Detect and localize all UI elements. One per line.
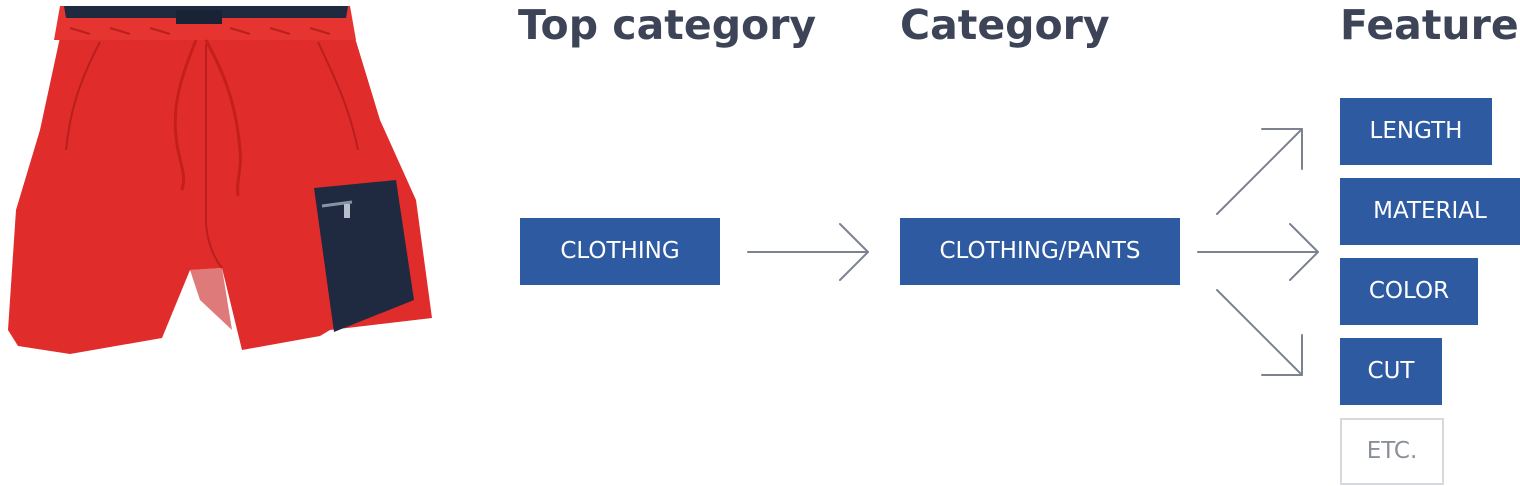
category-box: CLOTHING/PANTS xyxy=(900,218,1180,285)
cargo-pocket-zip xyxy=(321,200,353,208)
feature-box-etc: ETC. xyxy=(1340,418,1444,485)
arrow-to-color xyxy=(1216,289,1303,376)
cargo-zip-pull xyxy=(344,204,350,218)
drawstring-left xyxy=(173,39,198,191)
brand-label xyxy=(176,10,222,24)
arrow-top-to-category xyxy=(747,223,869,281)
drawstring-right xyxy=(204,39,242,197)
feature-box-cut: CUT xyxy=(1340,338,1442,405)
top-category-box: CLOTHING xyxy=(520,218,720,285)
fly-seam xyxy=(205,44,223,269)
shorts-product-image xyxy=(8,6,432,354)
cargo-pocket xyxy=(314,180,414,332)
arrow-to-material xyxy=(1197,223,1319,281)
heading-category: Category xyxy=(900,1,1110,49)
pocket-seam-right xyxy=(317,41,359,151)
feature-box-material: MATERIAL xyxy=(1340,178,1520,245)
heading-top-category: Top category xyxy=(518,1,817,49)
feature-box-color: COLOR xyxy=(1340,258,1478,325)
feature-box-length: LENGTH xyxy=(1340,98,1492,165)
leg-shadow xyxy=(190,268,232,330)
pocket-seam-left xyxy=(65,41,101,151)
arrow-to-length xyxy=(1216,128,1303,215)
waistband-gathers xyxy=(69,27,331,35)
heading-features: Features xyxy=(1340,1,1520,49)
